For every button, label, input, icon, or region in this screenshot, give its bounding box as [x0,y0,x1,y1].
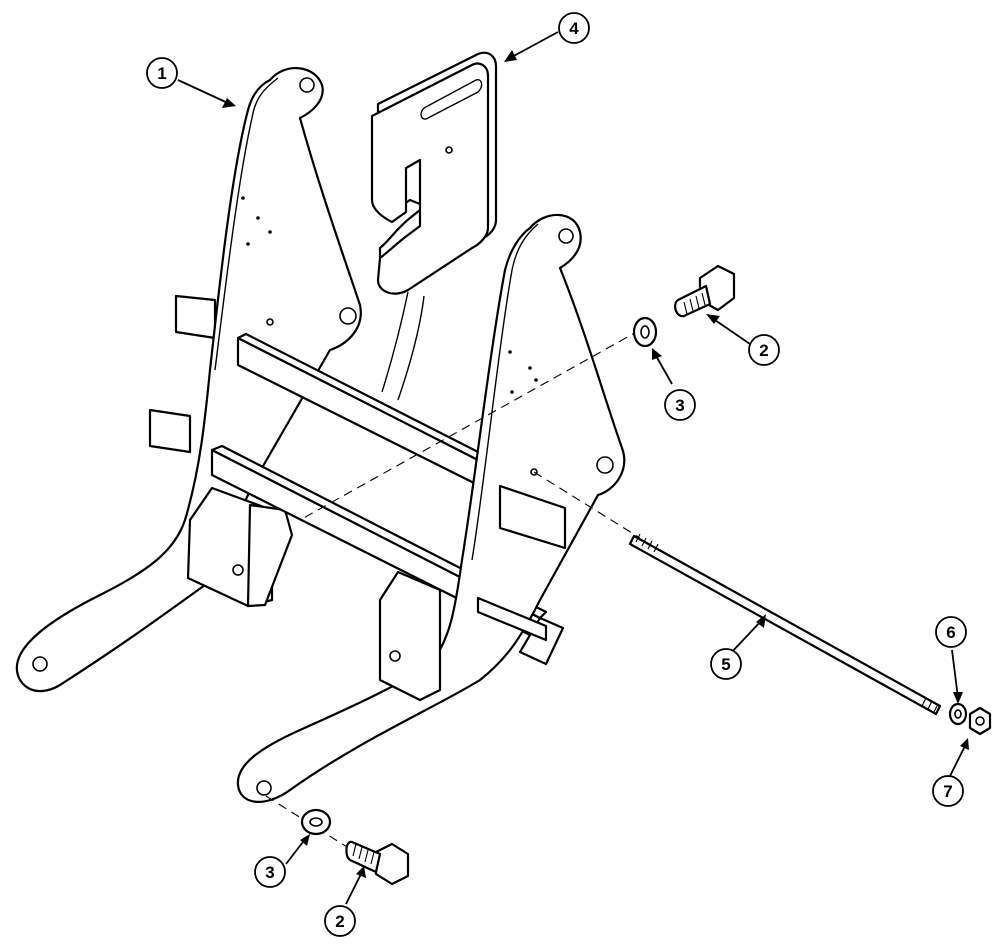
rear-cross-bar-upper [174,294,217,340]
callout-2-upper-label: 2 [759,341,768,360]
leader-lines [177,31,969,905]
lower-bolt [345,840,410,886]
tie-rod-washer [948,702,968,726]
left-mount-bracket [186,486,294,608]
weight-leg-outlines [381,291,425,401]
callout-3-upper-label: 3 [675,396,684,415]
callout-1: 1 [146,57,178,89]
callout-2-lower-label: 2 [335,912,344,931]
callout-4: 4 [558,12,590,44]
callout-7: 7 [932,775,964,807]
tie-rod [628,533,942,716]
left-side-plate [15,66,362,693]
lower-washer [300,808,332,836]
suitcase-weight [370,51,498,295]
tie-rod-nut [968,706,992,736]
callout-3-lower-label: 3 [265,863,274,882]
callout-2-upper: 2 [748,334,780,366]
rear-cross-bar-lower [148,408,192,454]
callout-5: 5 [710,648,742,680]
callout-3-upper: 3 [664,389,696,421]
callout-5-label: 5 [721,655,730,674]
right-mount-bracket [378,484,567,702]
upper-washer [632,316,658,348]
upper-bolt [674,264,736,318]
callout-1-label: 1 [157,64,166,83]
callout-4-label: 4 [569,19,579,38]
callout-6: 6 [935,616,967,648]
right-side-plate [236,213,626,804]
callout-6-label: 6 [946,623,955,642]
callout-7-label: 7 [943,782,952,801]
callout-3-lower: 3 [254,856,286,888]
callout-2-lower: 2 [324,905,356,937]
